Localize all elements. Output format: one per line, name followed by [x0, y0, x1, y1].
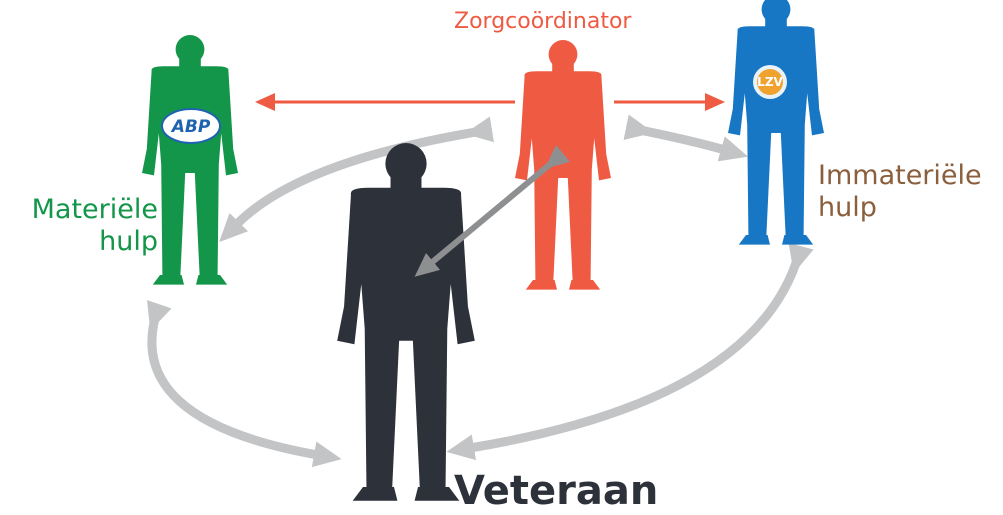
immateriele-hulp-label: Immateriële hulp [818, 160, 982, 224]
abp-logo-icon: ABP [161, 108, 221, 144]
veteraan-figure [337, 143, 475, 501]
gray-arrow-coordinator-materiele [219, 116, 495, 243]
veteraan-label: Veteraan [454, 468, 659, 514]
immateriele-line2: hulp [818, 191, 877, 223]
immateriele-line1: Immateriële [818, 160, 982, 191]
svg-text:ABP: ABP [170, 117, 211, 137]
materiele-line1: Materiële [31, 194, 158, 225]
gray-arrow-materiele-veteraan [146, 300, 342, 468]
svg-text:LZV: LZV [757, 75, 783, 89]
coordinator-label: Zorgcoördinator [454, 9, 632, 34]
immateriele-figure [728, 0, 824, 245]
lzv-logo-icon: LZV [753, 65, 787, 99]
materiele-hulp-label: Materiële hulp [8, 194, 158, 258]
gray-arrow-immateriele-veteraan [446, 242, 814, 461]
materiele-line2: hulp [99, 225, 158, 257]
coordinator-figure [515, 39, 611, 290]
gray-arrow-coordinator-immateriele [623, 114, 749, 162]
dark-arrow-coordinator-veteraan [414, 144, 571, 277]
